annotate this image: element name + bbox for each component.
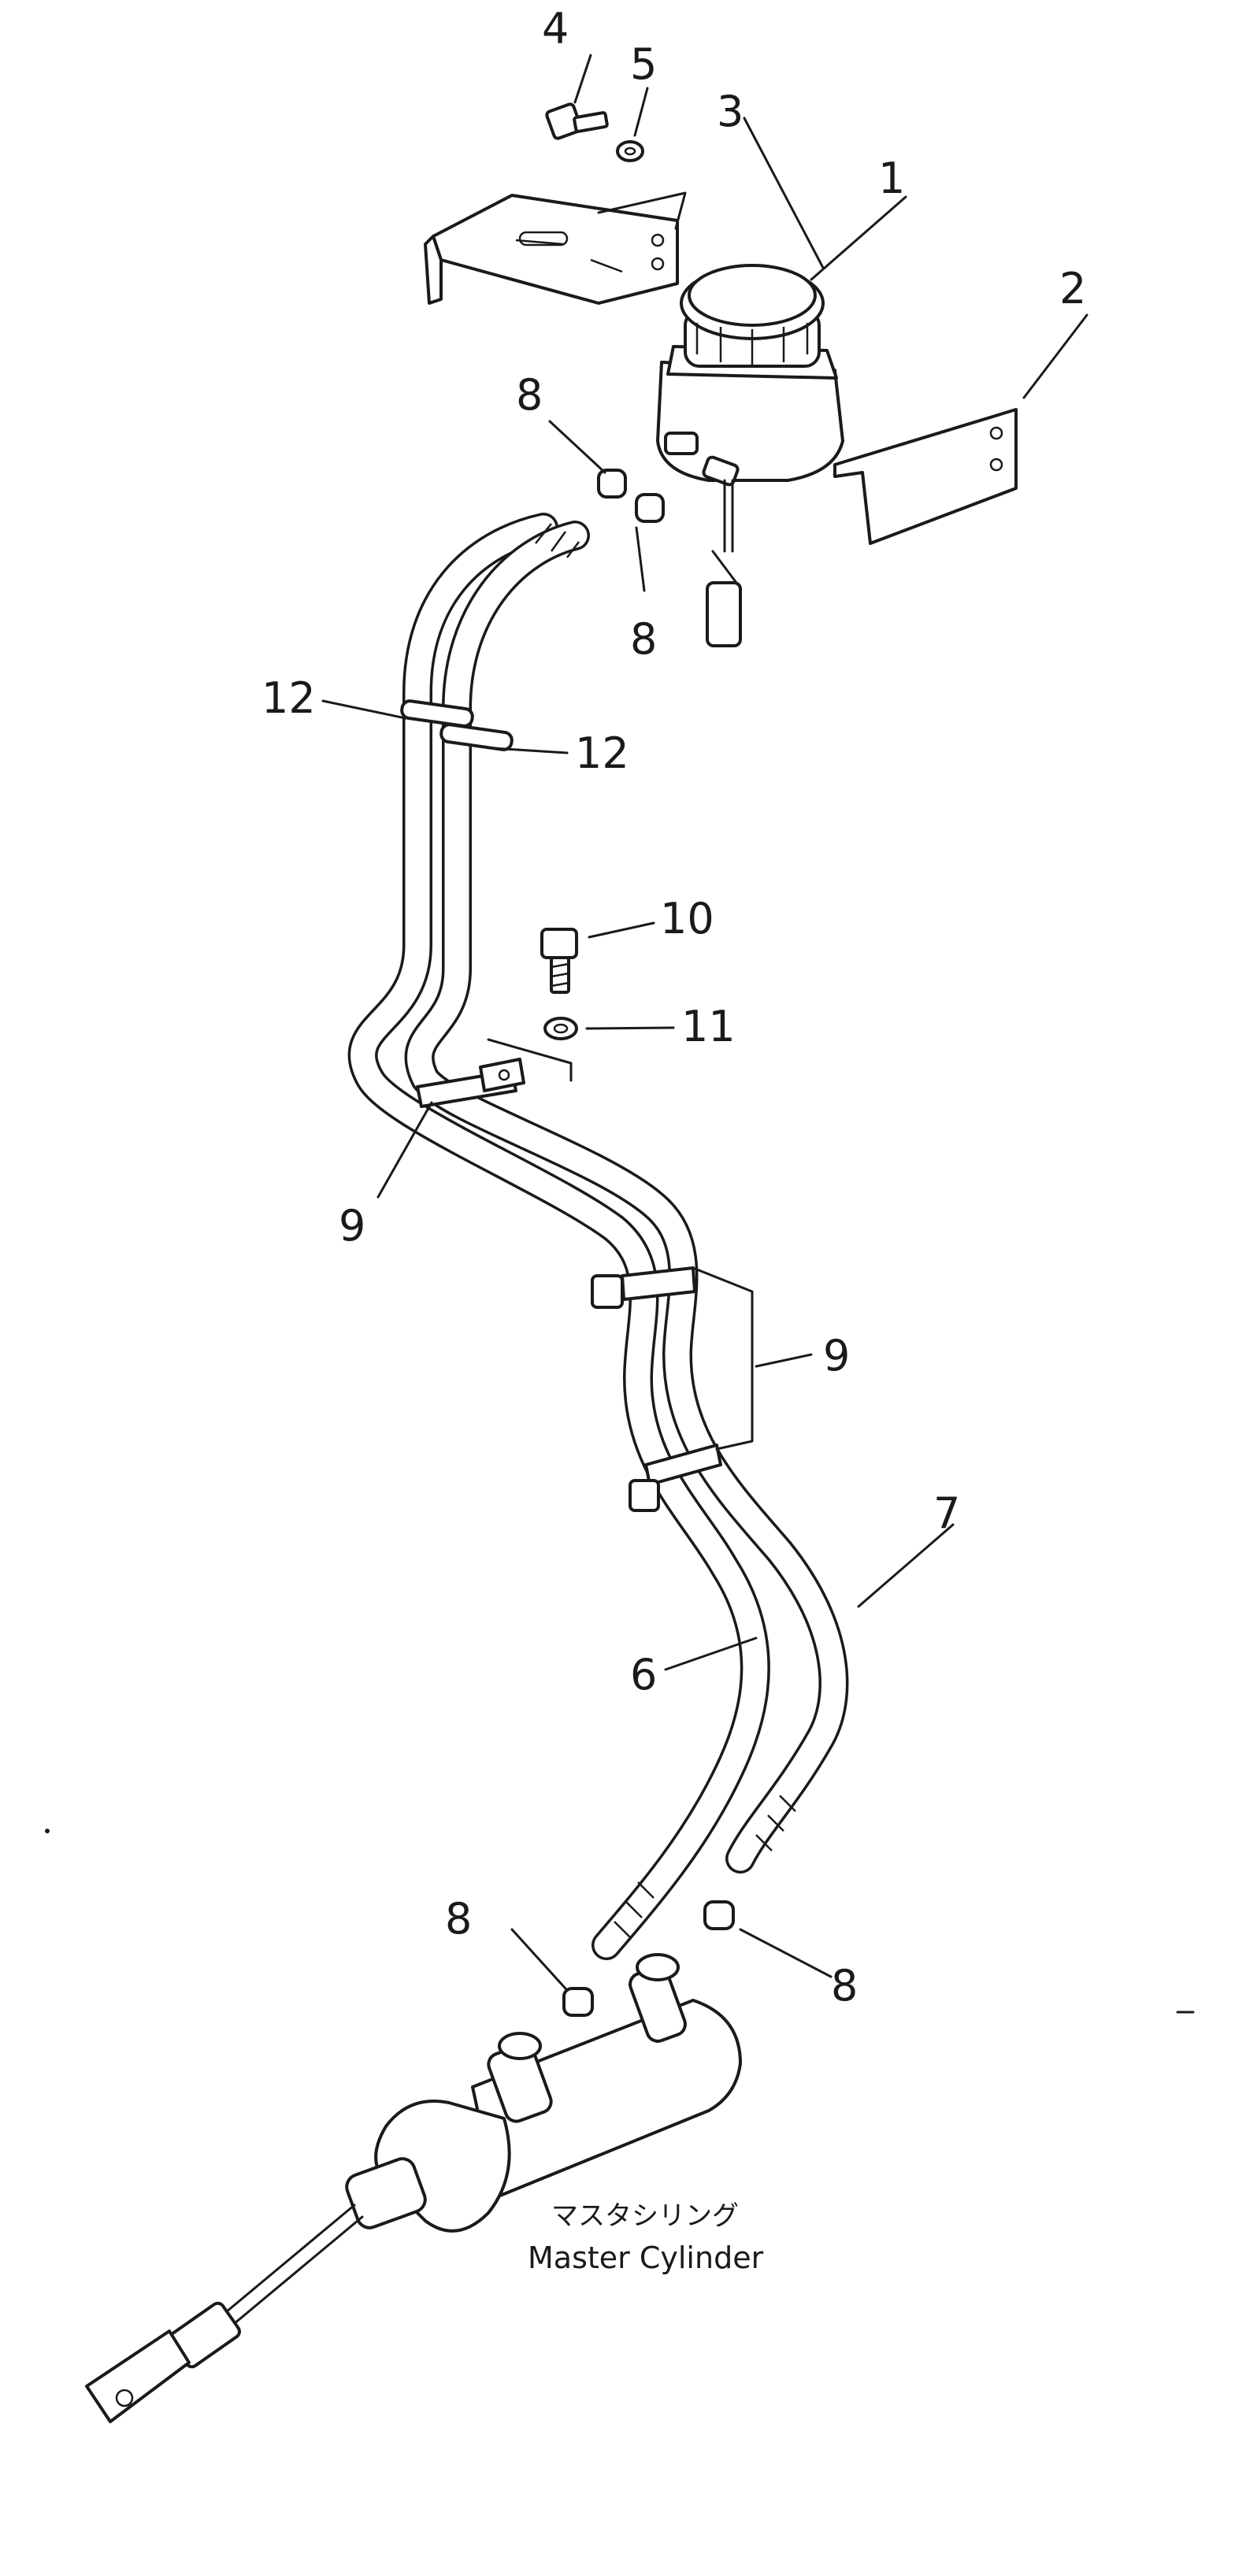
bolt-10: [540, 928, 578, 994]
callout-12b: 12: [575, 728, 629, 778]
callout-3: 3: [717, 87, 744, 136]
hose-12-right: [404, 521, 849, 1874]
callout-11: 11: [681, 1002, 736, 1051]
clamp-9-mid: [591, 1266, 696, 1309]
hose-clamp-8a: [597, 469, 627, 499]
callout-1: 1: [878, 154, 905, 203]
callout-8a: 8: [516, 370, 543, 420]
bracket-upper: [424, 194, 679, 305]
bolt-4: [545, 102, 609, 140]
hose-band-12a: [400, 699, 474, 728]
callout-6: 6: [630, 1650, 657, 1699]
callout-2: 2: [1059, 264, 1086, 313]
callout-8b: 8: [630, 614, 657, 664]
hose-clamp-8d: [703, 1900, 735, 1930]
callout-labels: 4 5 3 1 2 8 8 12 12 10 11 9 9 7 6 8 8: [261, 4, 1086, 2011]
stray-dot: [45, 1829, 50, 1833]
callout-10: 10: [660, 894, 714, 943]
hose-band-12b: [439, 723, 514, 751]
master-cylinder-caption: マスタシリング Master Cylinder: [528, 2200, 764, 2275]
reservoir-tank: [656, 264, 844, 647]
callout-9b: 9: [823, 1331, 850, 1381]
bracket-side: [833, 408, 1018, 545]
clamp-9-low: [629, 1444, 722, 1512]
callout-8c: 8: [445, 1894, 472, 1944]
callout-8d: 8: [831, 1961, 858, 2011]
hose-clamp-8b: [635, 493, 665, 523]
callout-9a: 9: [339, 1201, 365, 1251]
washer-5: [616, 140, 644, 162]
leader-lines: [321, 54, 1088, 1990]
callout-5: 5: [630, 39, 657, 89]
clamp-9-upper: [416, 1058, 525, 1108]
callout-7: 7: [933, 1488, 960, 1538]
washer-11: [543, 1017, 578, 1040]
callout-4: 4: [542, 4, 569, 54]
callout-12a: 12: [261, 673, 316, 723]
hose-12-left: [347, 513, 770, 1960]
caption-japanese: マスタシリング: [551, 2200, 739, 2232]
caption-english: Master Cylinder: [528, 2241, 764, 2275]
hose-clamp-8c: [562, 1987, 594, 2017]
master-cylinder: [85, 1953, 742, 2423]
